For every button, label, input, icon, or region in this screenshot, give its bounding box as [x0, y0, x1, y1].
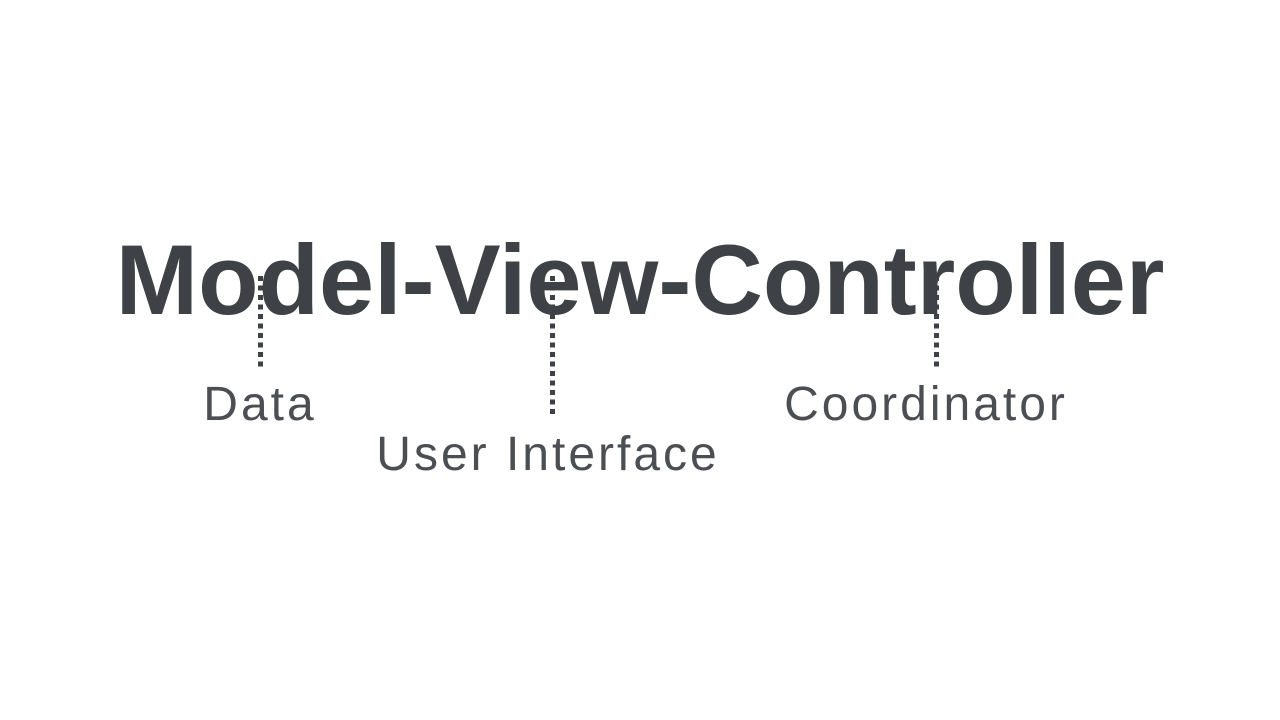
model-connector-dotted-line: [258, 276, 263, 371]
model-label: Data: [203, 378, 317, 431]
page-title: Model-View-Controller: [115, 224, 1165, 336]
controller-label: Coordinator: [784, 378, 1068, 431]
controller-connector-dotted-line: [934, 276, 939, 371]
view-label: User Interface: [376, 428, 720, 481]
view-connector-dotted-line: [550, 276, 555, 418]
